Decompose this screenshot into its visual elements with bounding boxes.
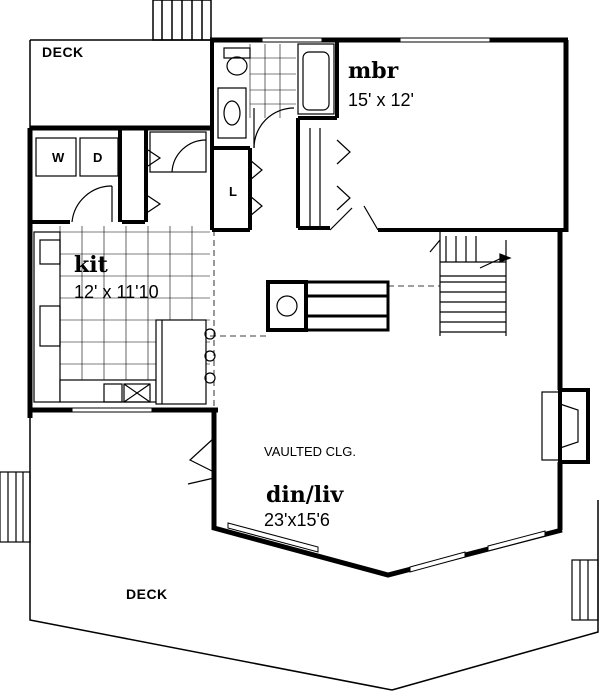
deck-top-label: DECK bbox=[42, 44, 84, 60]
living-windows bbox=[227, 522, 546, 573]
mbr-room-label: mbr bbox=[348, 58, 399, 84]
kitchen-room-label: kit bbox=[74, 252, 108, 278]
kitchen-dimensions: 12' x 11'10 bbox=[74, 282, 159, 302]
deck-stairs bbox=[0, 471, 599, 621]
din-liv-dimensions: 23'x15'6 bbox=[264, 510, 330, 530]
mbr-dimensions: 15' x 12' bbox=[348, 90, 414, 110]
deck-bottom-label: DECK bbox=[126, 586, 168, 602]
dryer-label: D bbox=[93, 150, 103, 165]
closets bbox=[249, 128, 379, 231]
vaulted-ceiling-label: VAULTED CLG. bbox=[264, 444, 356, 459]
top-windows bbox=[71, 37, 491, 413]
bathroom-fixtures bbox=[217, 43, 335, 149]
interior-walls bbox=[30, 40, 566, 332]
din-liv-room-label: din/liv bbox=[266, 482, 344, 508]
washer-label: W bbox=[52, 150, 65, 165]
upper-deck bbox=[29, 0, 212, 128]
entry-door bbox=[187, 437, 215, 485]
kitchen bbox=[33, 226, 216, 405]
fireplace bbox=[541, 388, 590, 464]
laundry bbox=[35, 131, 207, 223]
linen-closet-label: L bbox=[229, 184, 237, 199]
ceiling-lines bbox=[210, 230, 440, 410]
central-closet bbox=[304, 280, 390, 332]
stairs bbox=[429, 232, 512, 336]
